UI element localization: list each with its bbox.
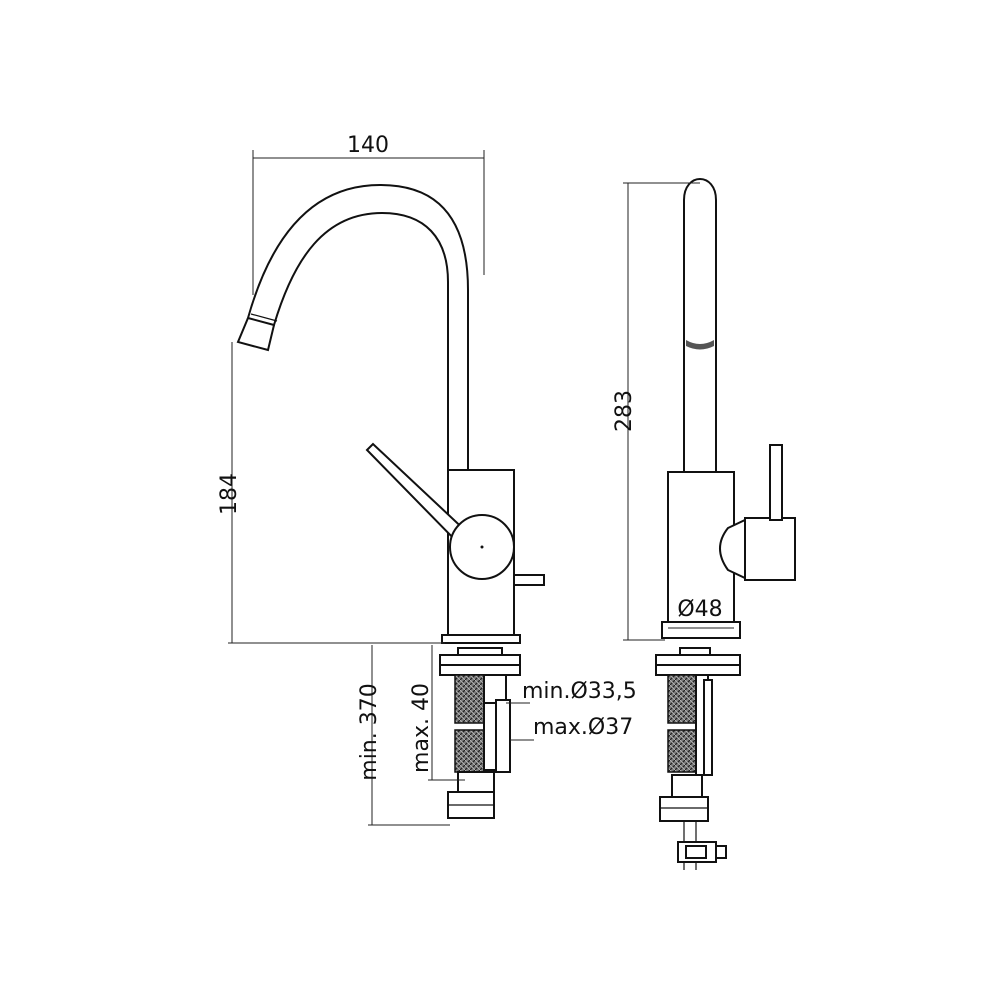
total-height-label: 283 xyxy=(612,390,637,432)
hole-min-label: min.Ø33,5 xyxy=(522,679,637,704)
spout-height-label: 184 xyxy=(217,473,242,515)
dimension-lines xyxy=(228,150,734,826)
deck-thickness-label: max. 40 xyxy=(409,683,434,773)
side-lever xyxy=(769,444,783,521)
front-view xyxy=(236,183,545,819)
base-diameter-label: Ø48 xyxy=(677,597,722,622)
front-base-plate xyxy=(441,634,521,644)
hole-max-label: max.Ø37 xyxy=(533,715,633,740)
spout-reach-label: 140 xyxy=(347,133,389,158)
side-cartridge xyxy=(719,518,746,580)
side-view xyxy=(655,178,796,870)
hose-length-label: min. 370 xyxy=(357,683,382,780)
front-spout xyxy=(246,183,469,471)
front-popup-rod xyxy=(513,574,545,586)
side-base-plate xyxy=(661,621,741,639)
side-spout xyxy=(683,178,717,473)
